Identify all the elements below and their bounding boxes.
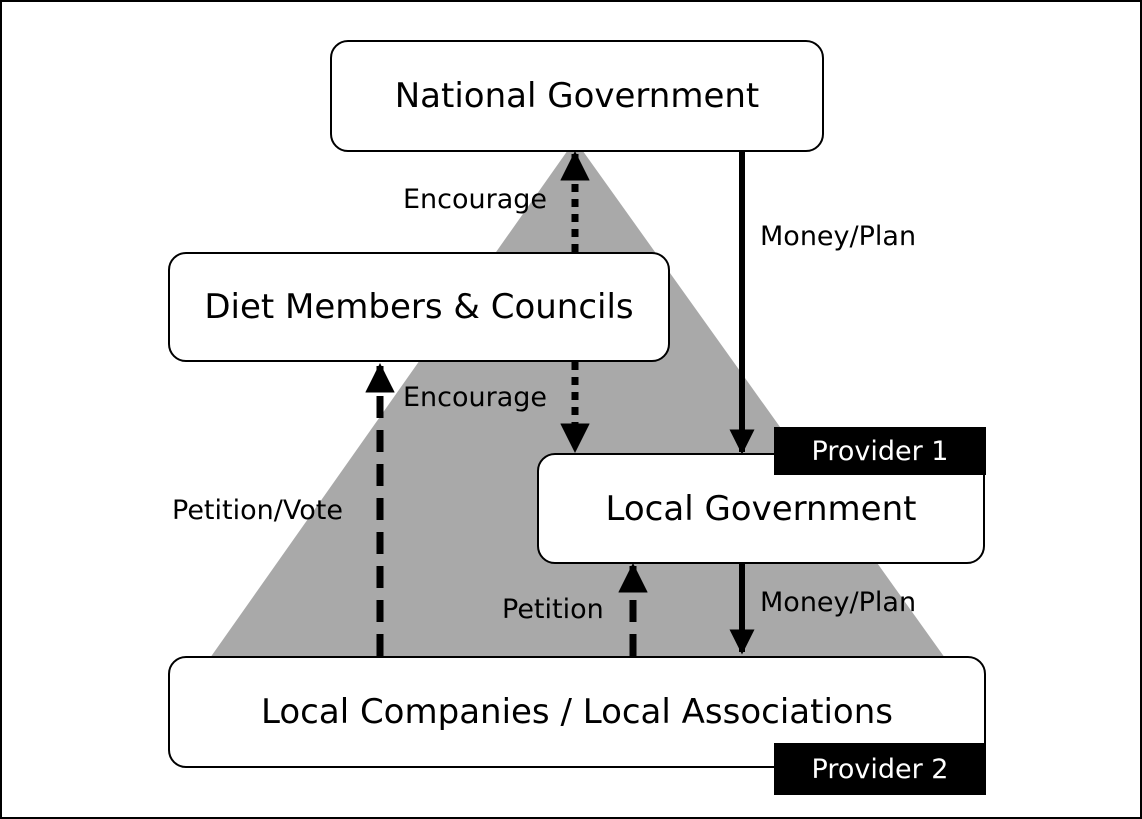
encourage-label-top: Encourage [403, 184, 548, 215]
petition-vote-label: Petition/Vote [172, 495, 343, 526]
provider-1-tag: Provider 1 [774, 427, 986, 475]
encourage-label-bottom: Encourage [403, 382, 548, 413]
local-government-node: Local Government [537, 453, 985, 564]
petition-label: Petition [502, 594, 604, 625]
national-government-node: National Government [330, 40, 824, 152]
provider-2-tag: Provider 2 [774, 743, 986, 795]
diet-members-councils-node: Diet Members & Councils [168, 252, 670, 362]
money-plan-label-top: Money/Plan [760, 221, 917, 252]
money-plan-label-bottom: Money/Plan [760, 587, 917, 618]
